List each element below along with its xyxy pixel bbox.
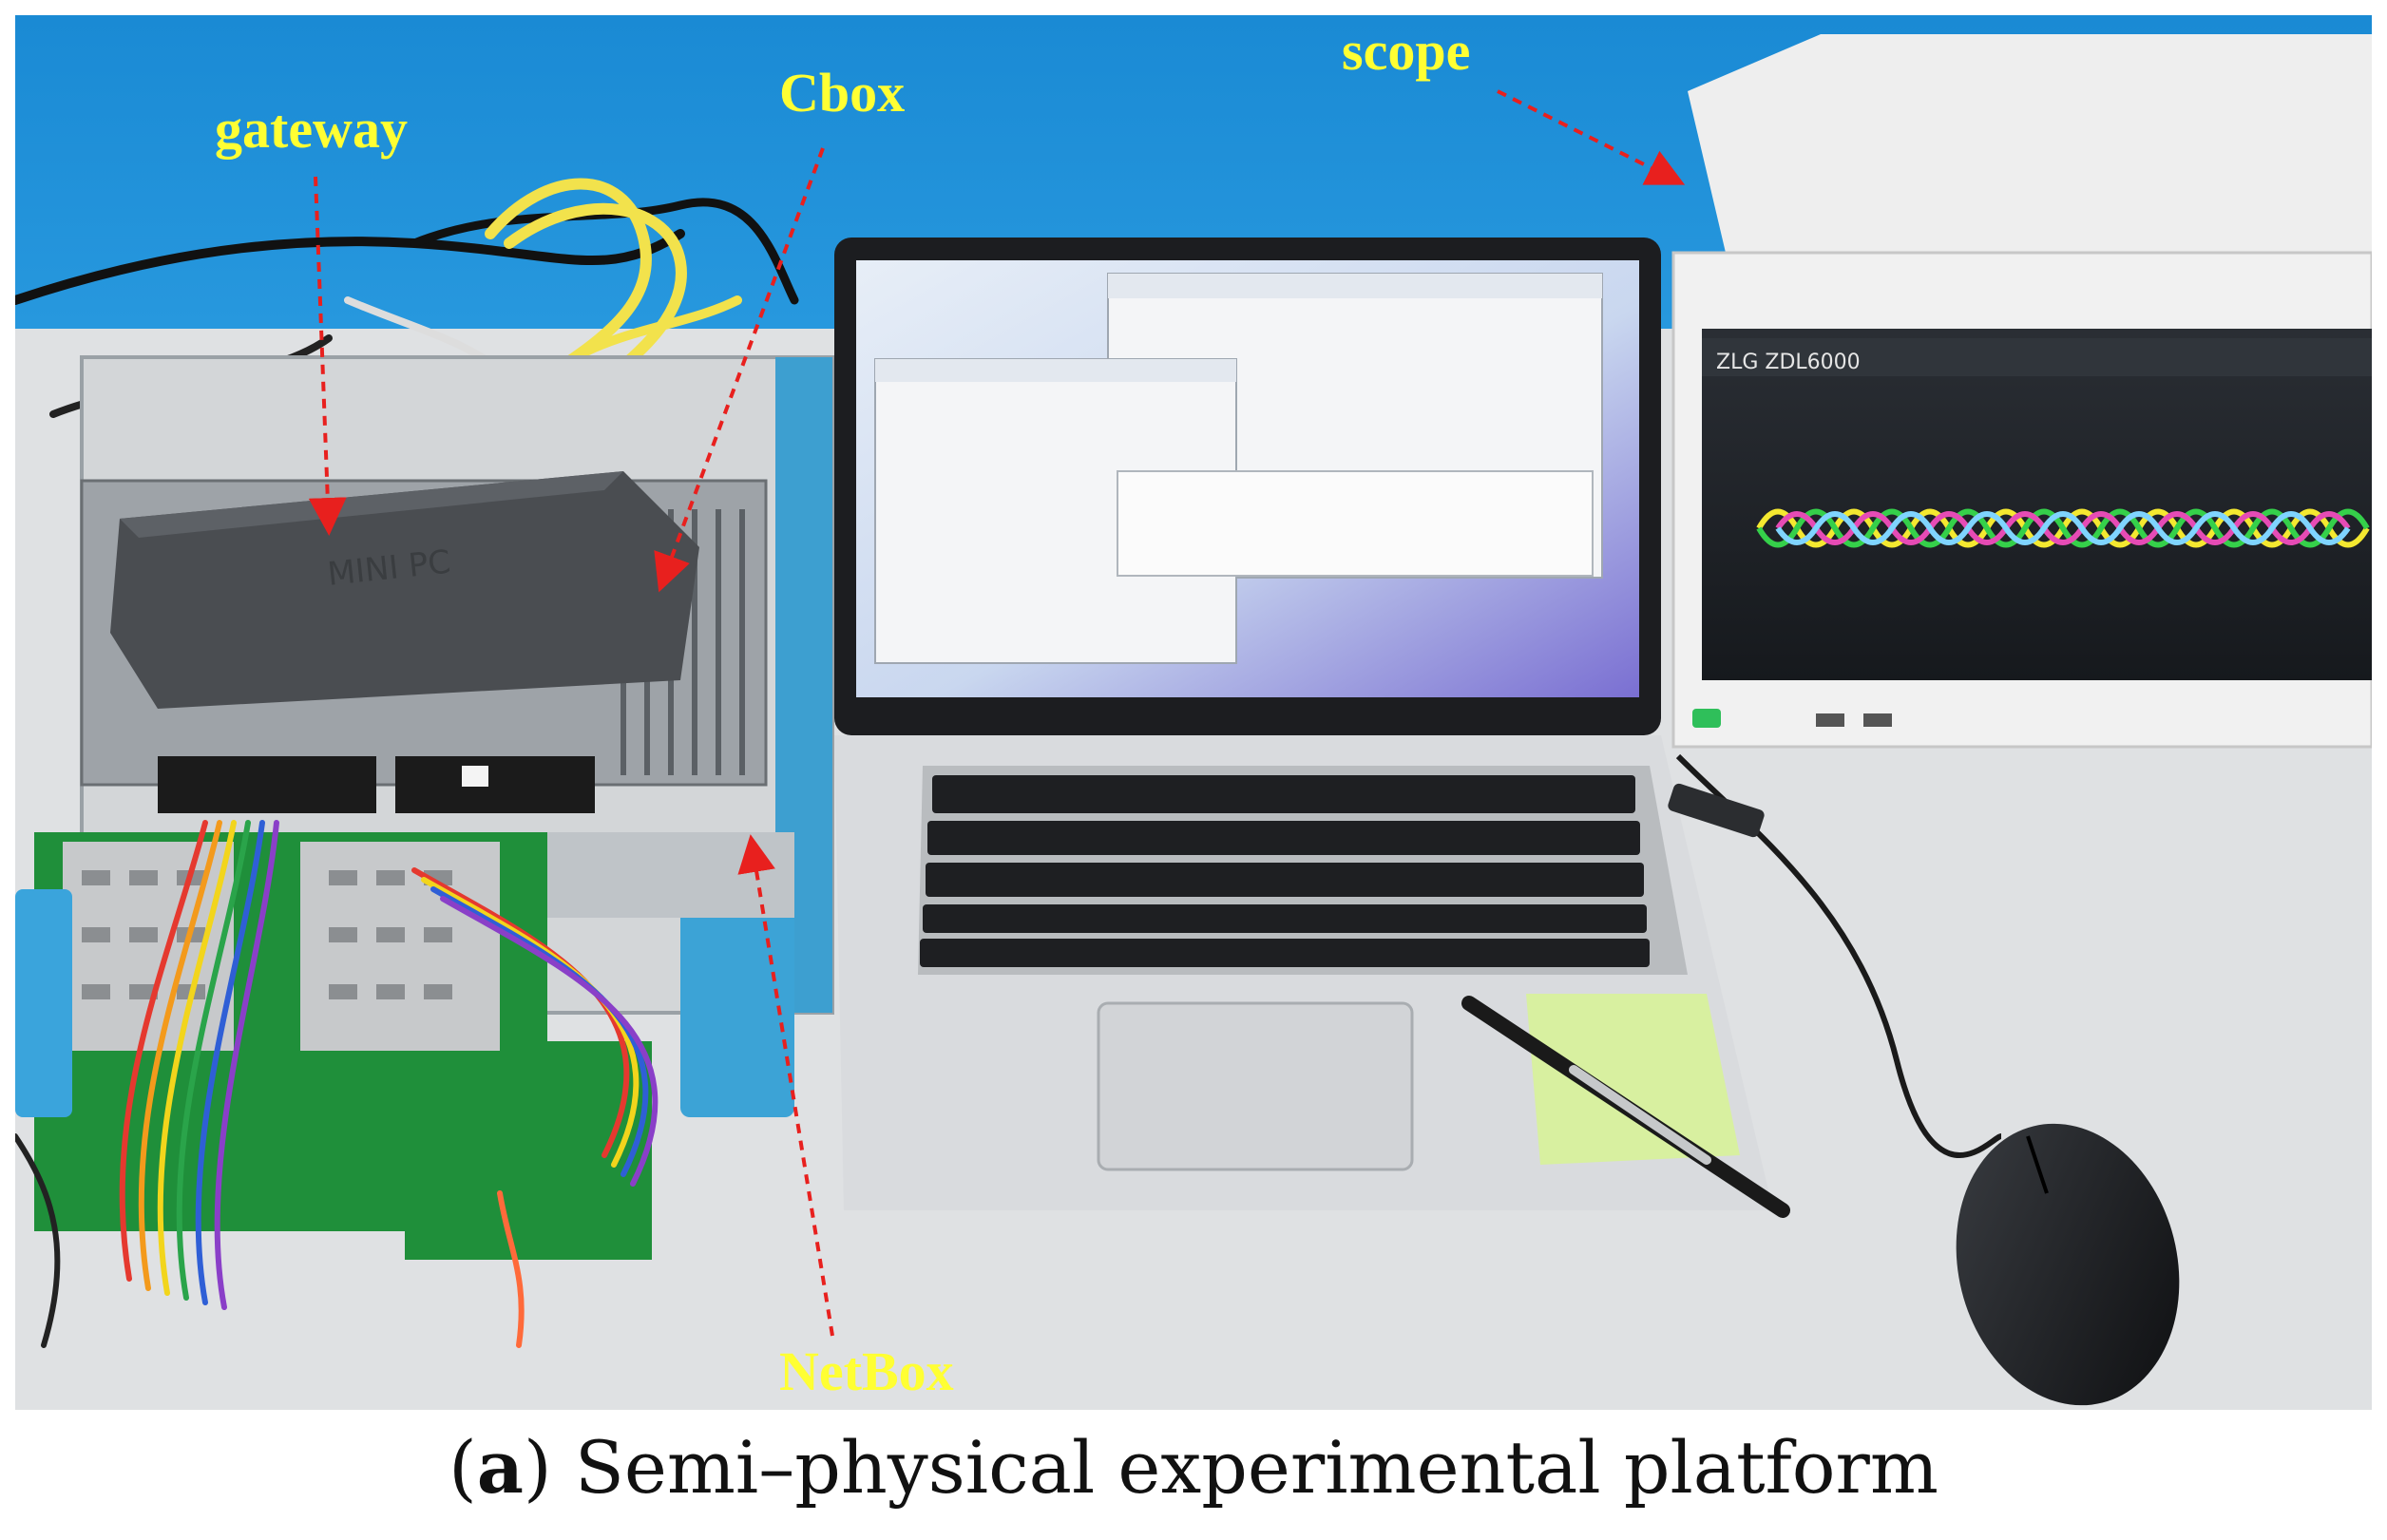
mouse	[1668, 753, 2180, 1406]
sticky-note-and-pen	[1461, 994, 1790, 1218]
cbox-arrow	[654, 147, 825, 593]
svg-text:ZLG ZDL6000: ZLG ZDL6000	[1716, 351, 1861, 374]
cbox-label: Cbox	[779, 62, 906, 124]
oscilloscope: ZLG ZDL6000	[1671, 34, 2372, 749]
caption-letter: a	[476, 1425, 524, 1510]
netbox-label: NetBox	[779, 1340, 954, 1402]
gateway-arrow	[308, 176, 347, 536]
netbox-arrow	[737, 834, 834, 1337]
caption-text: Semi–physical experimental platform	[574, 1425, 1938, 1510]
scope-label: scope	[1342, 20, 1471, 82]
terminal-boards	[15, 820, 659, 1348]
figure-caption: (a) Semi–physical experimental platform	[449, 1425, 1938, 1510]
gateway-label: gateway	[215, 98, 408, 160]
annotation-arrows	[308, 89, 1686, 1337]
gateway-device: MINI PC	[110, 471, 699, 709]
platform-photo: MINI PC	[15, 15, 2372, 1410]
